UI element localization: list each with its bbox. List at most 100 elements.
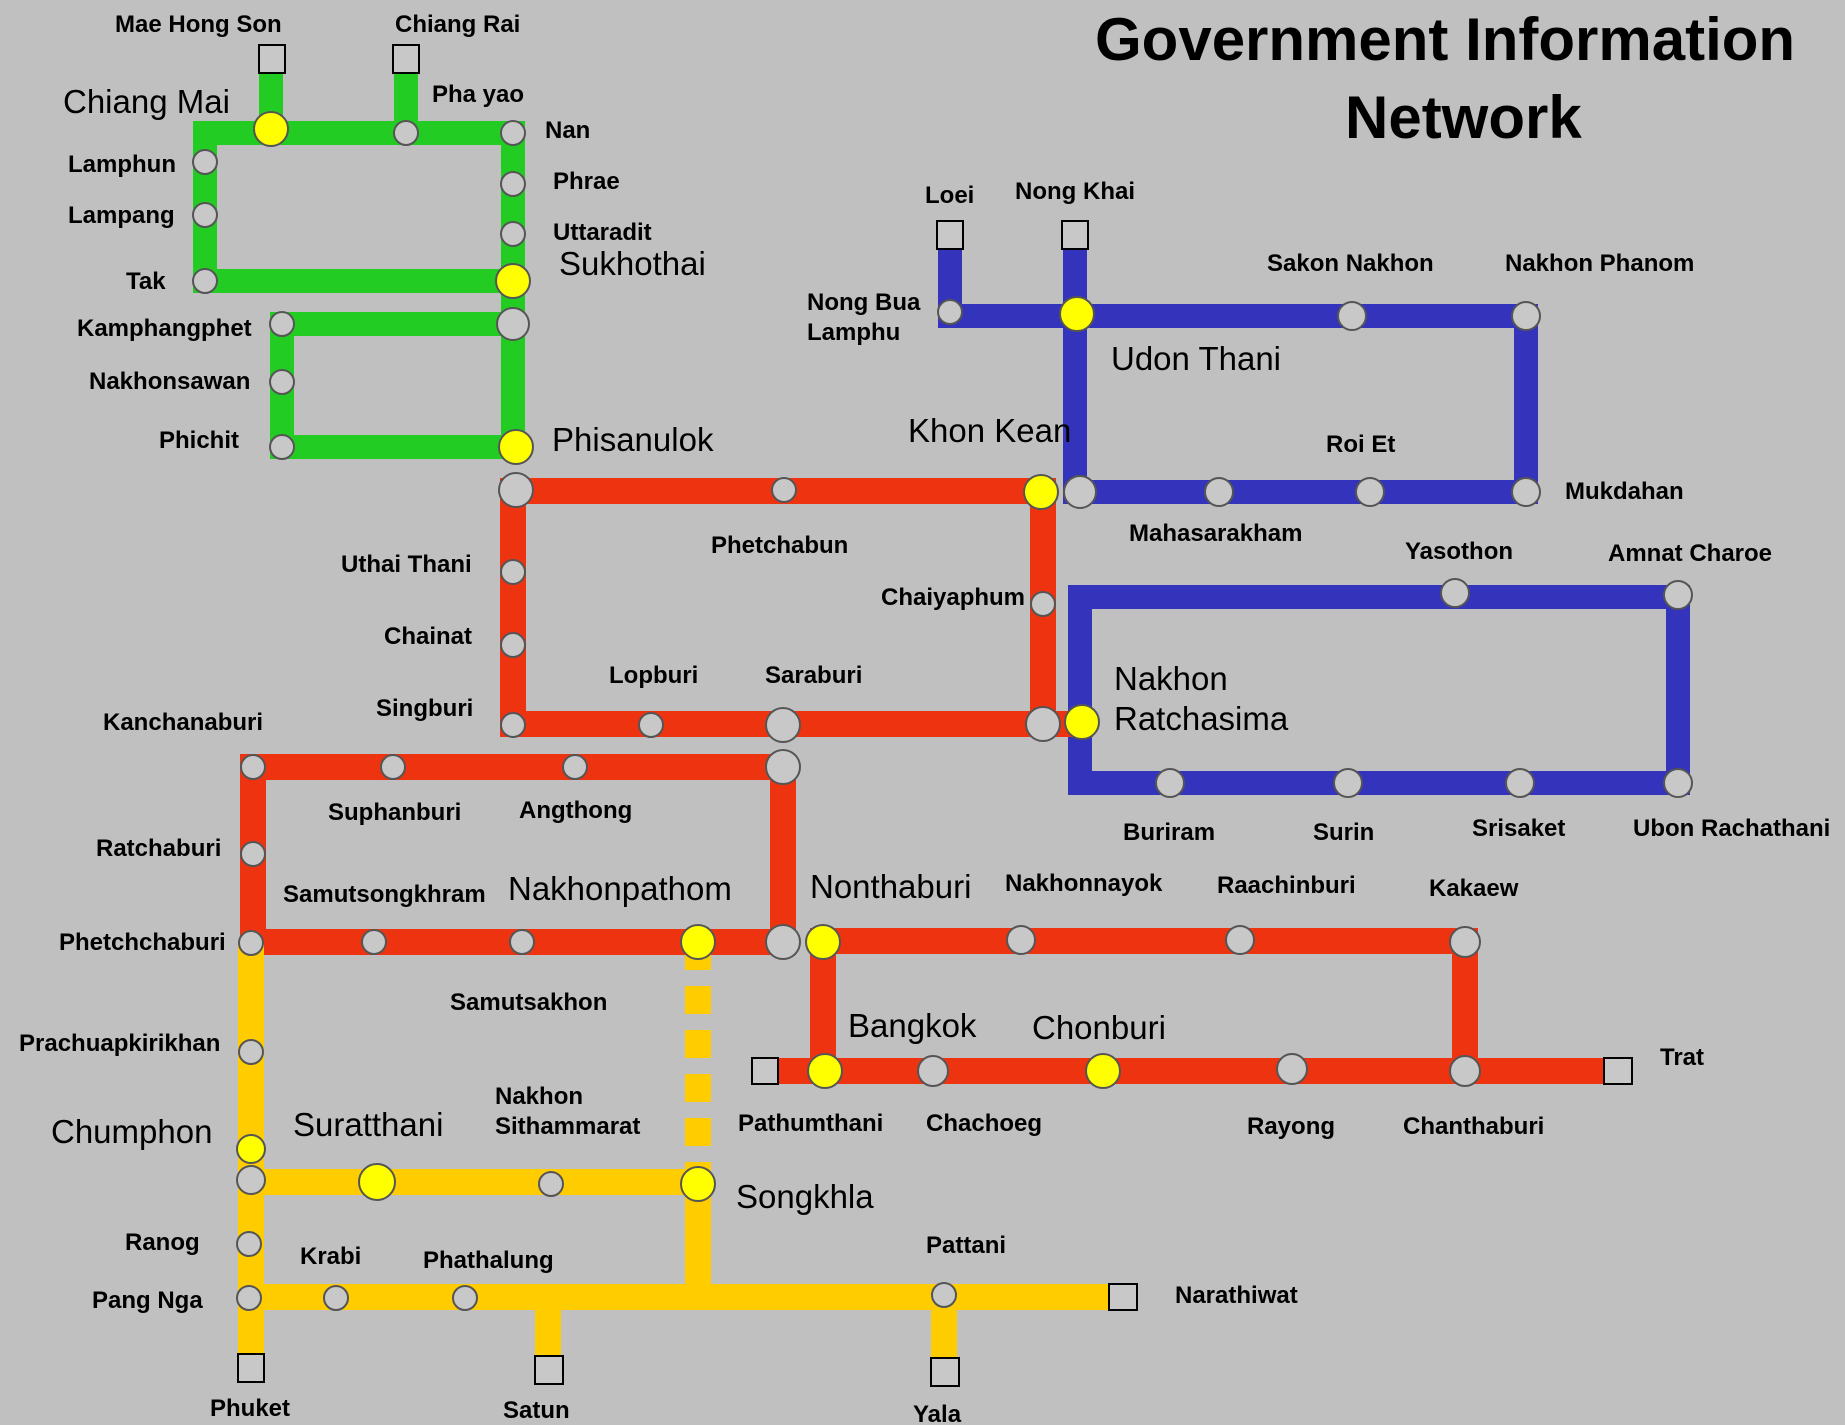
station-prachuap[interactable] bbox=[238, 1039, 264, 1065]
station-nan[interactable] bbox=[500, 120, 526, 146]
station-sukhothai-junction[interactable] bbox=[496, 307, 530, 341]
station-suphanburi[interactable] bbox=[380, 754, 406, 780]
label-mukdahan: Mukdahan bbox=[1565, 478, 1684, 505]
station-nakhon-phanom[interactable] bbox=[1511, 301, 1541, 331]
station-saraburi-junction[interactable] bbox=[765, 749, 801, 785]
station-udon-thani[interactable] bbox=[1059, 296, 1095, 332]
label-chumphon: Chumphon bbox=[51, 1113, 212, 1150]
station-srisaket[interactable] bbox=[1505, 768, 1535, 798]
terminal-trat[interactable] bbox=[1603, 1057, 1633, 1085]
station-amnat-charoen[interactable] bbox=[1663, 580, 1693, 610]
station-krabi[interactable] bbox=[323, 1285, 349, 1311]
terminal-pathumthani[interactable] bbox=[751, 1057, 779, 1085]
station-raachinburi[interactable] bbox=[1225, 925, 1255, 955]
label-bangkok: Bangkok bbox=[848, 1007, 977, 1044]
station-pattani[interactable] bbox=[931, 1282, 957, 1308]
station-chainat[interactable] bbox=[500, 632, 526, 658]
hub-stations bbox=[236, 111, 1121, 1202]
station-ratchaburi[interactable] bbox=[240, 841, 266, 867]
station-ranog[interactable] bbox=[236, 1231, 262, 1257]
station-surin[interactable] bbox=[1333, 768, 1363, 798]
station-nakhon-si-thammarat[interactable] bbox=[538, 1171, 564, 1197]
station-lopburi[interactable] bbox=[638, 712, 664, 738]
label-korat-2: Ratchasima bbox=[1114, 700, 1289, 737]
station-nonthaburi[interactable] bbox=[805, 924, 841, 960]
station-uthai-thani[interactable] bbox=[500, 559, 526, 585]
terminal-satun[interactable] bbox=[534, 1355, 564, 1385]
station-bangkok[interactable] bbox=[807, 1053, 843, 1089]
station-saraburi[interactable] bbox=[765, 707, 801, 743]
station-kamphangphet[interactable] bbox=[269, 311, 295, 337]
label-nonthaburi: Nonthaburi bbox=[810, 868, 971, 905]
station-chumphon[interactable] bbox=[236, 1134, 266, 1164]
station-buriram[interactable] bbox=[1155, 768, 1185, 798]
station-tak[interactable] bbox=[192, 268, 218, 294]
label-yasothon: Yasothon bbox=[1405, 538, 1513, 565]
station-phayao[interactable] bbox=[393, 120, 419, 146]
label-ratchaburi: Ratchaburi bbox=[96, 835, 221, 862]
station-lampang[interactable] bbox=[192, 202, 218, 228]
terminal-narathiwat[interactable] bbox=[1108, 1283, 1138, 1311]
station-phetchabun[interactable] bbox=[771, 477, 797, 503]
station-samutsongkhram[interactable] bbox=[361, 929, 387, 955]
label-chainat: Chainat bbox=[384, 623, 472, 650]
station-sukhothai[interactable] bbox=[495, 263, 531, 299]
station-chonburi[interactable] bbox=[1085, 1053, 1121, 1089]
station-mukdahan[interactable] bbox=[1511, 477, 1541, 507]
station-nakhonpathom[interactable] bbox=[680, 924, 716, 960]
map-title-line2: Network bbox=[1345, 84, 1582, 151]
station-phisanulok-junction[interactable] bbox=[498, 472, 534, 508]
station-suratthani[interactable] bbox=[358, 1163, 396, 1201]
label-phrae: Phrae bbox=[553, 168, 620, 195]
labels: Mae Hong Son Chiang Rai Chiang Mai Pha y… bbox=[19, 11, 1830, 1425]
terminal-chiang-rai[interactable] bbox=[392, 44, 420, 74]
label-kakaew: Kakaew bbox=[1429, 875, 1519, 902]
station-lamphun[interactable] bbox=[192, 149, 218, 175]
station-chiang-mai[interactable] bbox=[253, 111, 289, 147]
station-chachoeg[interactable] bbox=[917, 1055, 949, 1087]
station-chanthaburi[interactable] bbox=[1449, 1055, 1481, 1087]
station-nakhon-ratchasima[interactable] bbox=[1064, 704, 1100, 740]
station-chumphon-junction[interactable] bbox=[236, 1165, 266, 1195]
station-nakhonnayok[interactable] bbox=[1006, 925, 1036, 955]
label-nakhonnayok: Nakhonnayok bbox=[1005, 870, 1163, 897]
station-singburi[interactable] bbox=[500, 712, 526, 738]
station-nong-bua-lamphu[interactable] bbox=[937, 299, 963, 325]
terminal-nong-khai[interactable] bbox=[1061, 220, 1089, 250]
station-yasothon[interactable] bbox=[1440, 578, 1470, 608]
station-phichit[interactable] bbox=[269, 434, 295, 460]
station-roi-et[interactable] bbox=[1355, 477, 1385, 507]
station-khon-kaen-junction[interactable] bbox=[1063, 475, 1097, 509]
label-nong-khai: Nong Khai bbox=[1015, 178, 1135, 205]
station-angthong[interactable] bbox=[562, 754, 588, 780]
label-phetchabun: Phetchabun bbox=[711, 532, 848, 559]
station-pang-nga[interactable] bbox=[236, 1285, 262, 1311]
station-nonthaburi-junction[interactable] bbox=[765, 924, 801, 960]
station-phetchchaburi[interactable] bbox=[238, 930, 264, 956]
station-ubon[interactable] bbox=[1663, 768, 1693, 798]
label-mae-hong-son: Mae Hong Son bbox=[115, 11, 282, 38]
terminal-loei[interactable] bbox=[936, 220, 964, 250]
station-chaiyaphum[interactable] bbox=[1030, 591, 1056, 617]
label-kanchanaburi: Kanchanaburi bbox=[103, 709, 263, 736]
terminal-yala[interactable] bbox=[930, 1357, 960, 1387]
station-khon-kaen[interactable] bbox=[1023, 474, 1059, 510]
station-sakon-nakhon[interactable] bbox=[1337, 301, 1367, 331]
station-songkhla[interactable] bbox=[680, 1166, 716, 1202]
station-nakhonsawan[interactable] bbox=[269, 369, 295, 395]
station-phathalung[interactable] bbox=[452, 1285, 478, 1311]
station-phisanulok[interactable] bbox=[498, 429, 534, 465]
station-samutsakhon[interactable] bbox=[509, 929, 535, 955]
label-phisanulok: Phisanulok bbox=[552, 421, 714, 458]
station-korat-junction[interactable] bbox=[1025, 706, 1061, 742]
label-khon-kaen: Khon Kean bbox=[908, 412, 1071, 449]
station-mahasarakham[interactable] bbox=[1204, 477, 1234, 507]
station-rayong[interactable] bbox=[1276, 1053, 1308, 1085]
station-kakaew[interactable] bbox=[1449, 926, 1481, 958]
terminal-mae-hong-son[interactable] bbox=[258, 44, 286, 74]
station-kanchanaburi[interactable] bbox=[240, 754, 266, 780]
station-phrae[interactable] bbox=[500, 171, 526, 197]
station-uttaradit[interactable] bbox=[500, 221, 526, 247]
terminal-phuket[interactable] bbox=[237, 1353, 265, 1383]
